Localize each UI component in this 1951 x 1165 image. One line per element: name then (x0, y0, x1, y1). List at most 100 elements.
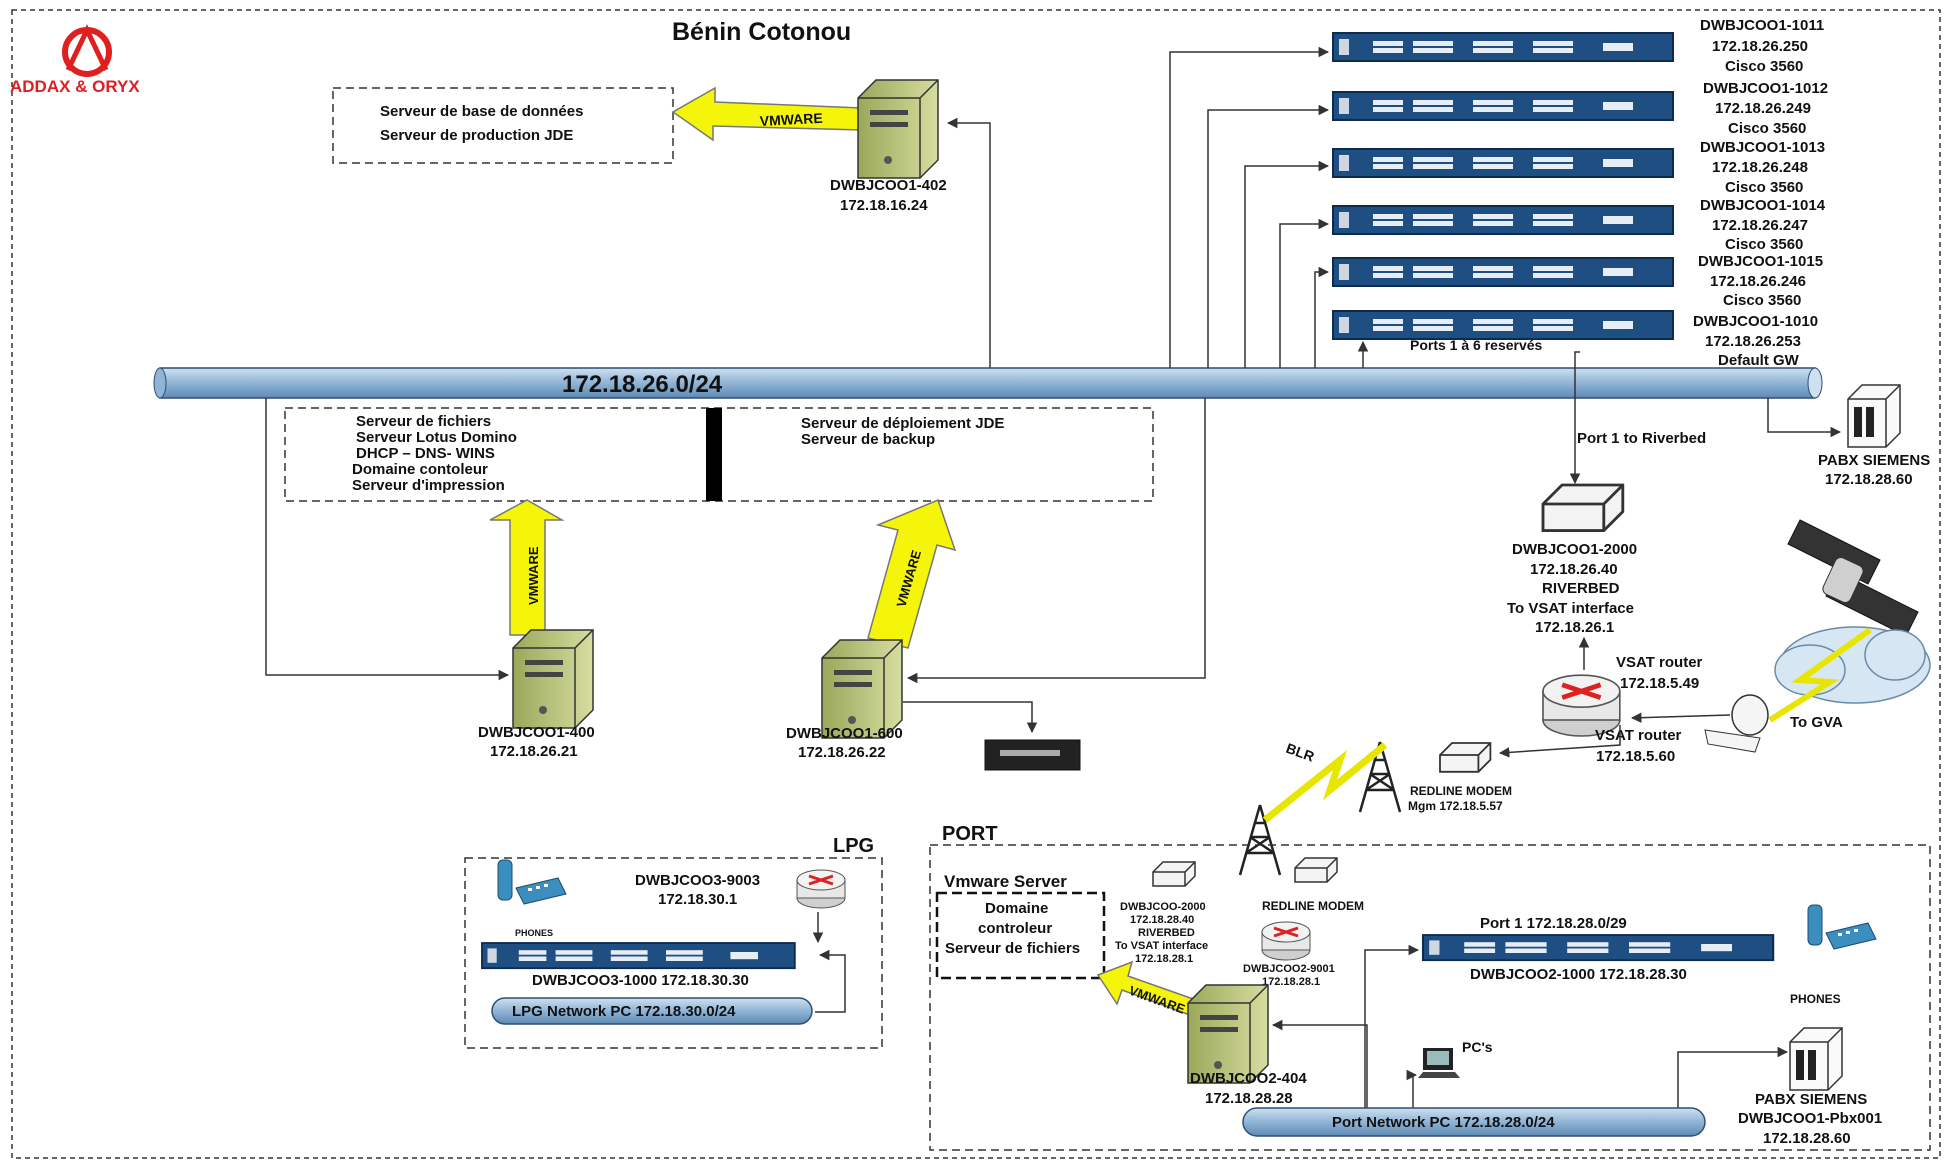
left-box-line5: Serveur d'impression (352, 477, 505, 494)
lpg-router-name: DWBJCOO3-9003 (635, 872, 760, 889)
server-402-name: DWBJCOO1-402 (830, 177, 947, 194)
pabx-main-icon[interactable] (1847, 384, 1901, 448)
outer-frame (11, 9, 1941, 1159)
port-network-pipe: Port Network PC 172.18.28.0/24 (1242, 1107, 1706, 1137)
port-riverbed-line3: RIVERBED (1138, 927, 1195, 939)
server-402-ip: 172.18.16.24 (840, 197, 928, 214)
link-400 (265, 398, 510, 681)
link-402 (946, 117, 991, 368)
switch-stack (1332, 32, 1674, 340)
riverbed-main-icon[interactable] (1541, 483, 1625, 533)
switch-1010-model: Default GW (1718, 352, 1800, 369)
pc-icon[interactable] (1418, 1048, 1460, 1078)
link-404 (1271, 1019, 1368, 1110)
blr-link (1262, 742, 1388, 823)
db-box-line2: Serveur de production JDE (380, 127, 573, 144)
redline-modem-2-icon[interactable] (1294, 857, 1338, 883)
vm-box-line3: Serveur de fichiers (945, 940, 1080, 957)
link-riverbed (1569, 351, 1581, 485)
port1-riverbed-label: Port 1 to Riverbed (1577, 430, 1706, 447)
switch-1010[interactable] (1332, 310, 1674, 340)
blr-label: BLR (1284, 740, 1317, 765)
lpg-network-label: LPG Network PC 172.18.30.0/24 (512, 1003, 736, 1020)
lpg-router-icon[interactable] (795, 868, 847, 910)
switch-links (1169, 46, 1369, 368)
left-box-line2: Serveur Lotus Domino (356, 429, 517, 446)
right-box-line2: Serveur de backup (801, 431, 935, 448)
server-402-icon[interactable] (857, 79, 939, 179)
vsat-ip2: 172.18.5.60 (1596, 748, 1675, 765)
backbone-pipe: 172.18.26.0/24 (153, 367, 1823, 399)
switch-1010-name: DWBJCOO1-1010 (1693, 313, 1818, 330)
switch-1011-ip: 172.18.26.250 (1712, 38, 1808, 55)
lpg-phone-icon (497, 859, 567, 905)
port-router-name: DWBJCOO2-9001 (1243, 963, 1335, 975)
switch-1014-ip: 172.18.26.247 (1712, 217, 1808, 234)
vmware-label: VMWARE (759, 110, 823, 129)
pabx-main-name: PABX SIEMENS (1818, 452, 1930, 469)
link-vsat-dish (1630, 712, 1731, 723)
pabx-main-ip: 172.18.28.60 (1825, 471, 1913, 488)
server-404-icon[interactable] (1187, 984, 1269, 1084)
link-redline1 (1498, 725, 1621, 758)
port-riverbed-line2: 172.18.28.40 (1130, 914, 1194, 926)
vmware-arrow-402: VMWARE (671, 86, 863, 142)
page-title: Bénin Cotonou (672, 18, 851, 46)
switch-1015-model: Cisco 3560 (1723, 292, 1801, 309)
port-phone-icon (1807, 904, 1877, 950)
switch-1013-model: Cisco 3560 (1725, 179, 1803, 196)
port-title: PORT (942, 823, 998, 845)
lpg-switch-icon[interactable] (481, 942, 796, 970)
port-router-icon[interactable] (1260, 920, 1312, 962)
backbone-label: 172.18.26.0/24 (562, 371, 723, 398)
redline-modem-1-label: REDLINE MODEM (1410, 784, 1512, 798)
switch-1014[interactable] (1332, 205, 1674, 235)
vsat-label2: VSAT router (1595, 727, 1682, 744)
right-box-line1: Serveur de déploiement JDE (801, 415, 1004, 432)
switch-1011[interactable] (1332, 32, 1674, 62)
pabx-port-icon[interactable] (1789, 1027, 1843, 1091)
server-600-icon[interactable] (821, 639, 903, 739)
cloud-icon (1768, 626, 1931, 723)
switch-1013-ip: 172.18.26.248 (1712, 159, 1808, 176)
vmware-server-label: Vmware Server (944, 872, 1067, 891)
port-phones-label: PHONES (1790, 992, 1841, 1006)
switch-1015-name: DWBJCOO1-1015 (1698, 253, 1823, 270)
vmware-arrow-600: VMWARE (867, 498, 957, 649)
db-box-line1: Serveur de base de données (380, 103, 583, 120)
riverbed-main-line4: To VSAT interface (1507, 600, 1634, 617)
db-servers-box (332, 87, 674, 164)
port-riverbed-icon[interactable] (1152, 861, 1196, 887)
switch-1012-name: DWBJCOO1-1012 (1703, 80, 1828, 97)
link-lpg-net (815, 949, 846, 1013)
addax-oryx-logo: ADDAX & ORYX (10, 24, 140, 96)
vm-box-line2: controleur (978, 920, 1052, 937)
server-400-icon[interactable] (512, 629, 594, 729)
pabx-port-line2: DWBJCOO1-Pbx001 (1738, 1110, 1882, 1127)
redline-modem-1-icon[interactable] (1439, 742, 1492, 773)
port-switch-icon[interactable] (1421, 933, 1775, 962)
lpg-box (464, 857, 883, 1049)
server-400-name: DWBJCOO1-400 (478, 724, 595, 741)
port1-label: Port 1 172.18.28.0/29 (1480, 915, 1627, 932)
redline-modem-2-label: REDLINE MODEM (1262, 899, 1364, 913)
switch-1013-name: DWBJCOO1-1013 (1700, 139, 1825, 156)
link-backup (903, 701, 1038, 734)
riverbed-main-line2: 172.18.26.40 (1530, 561, 1618, 578)
tape-drive-icon[interactable] (984, 739, 1081, 771)
riverbed-main-line5: 172.18.26.1 (1535, 619, 1614, 636)
server-404-ip: 172.18.28.28 (1205, 1090, 1293, 1107)
riverbed-main-line3: RIVERBED (1542, 580, 1620, 597)
switch-1015[interactable] (1332, 257, 1674, 287)
vm-box (935, 891, 1106, 980)
link-pabx-port (1677, 1046, 1789, 1110)
switch-1012-ip: 172.18.26.249 (1715, 100, 1811, 117)
switch-1013[interactable] (1332, 148, 1674, 178)
satellite-dish-icon (1704, 694, 1769, 753)
switch-1014-model: Cisco 3560 (1725, 236, 1803, 253)
pcs-label: PC's (1462, 1039, 1493, 1055)
ports-reserved-label: Ports 1 à 6 reservés (1410, 337, 1543, 353)
switch-1012[interactable] (1332, 91, 1674, 121)
link-pabx-main (1767, 398, 1842, 438)
